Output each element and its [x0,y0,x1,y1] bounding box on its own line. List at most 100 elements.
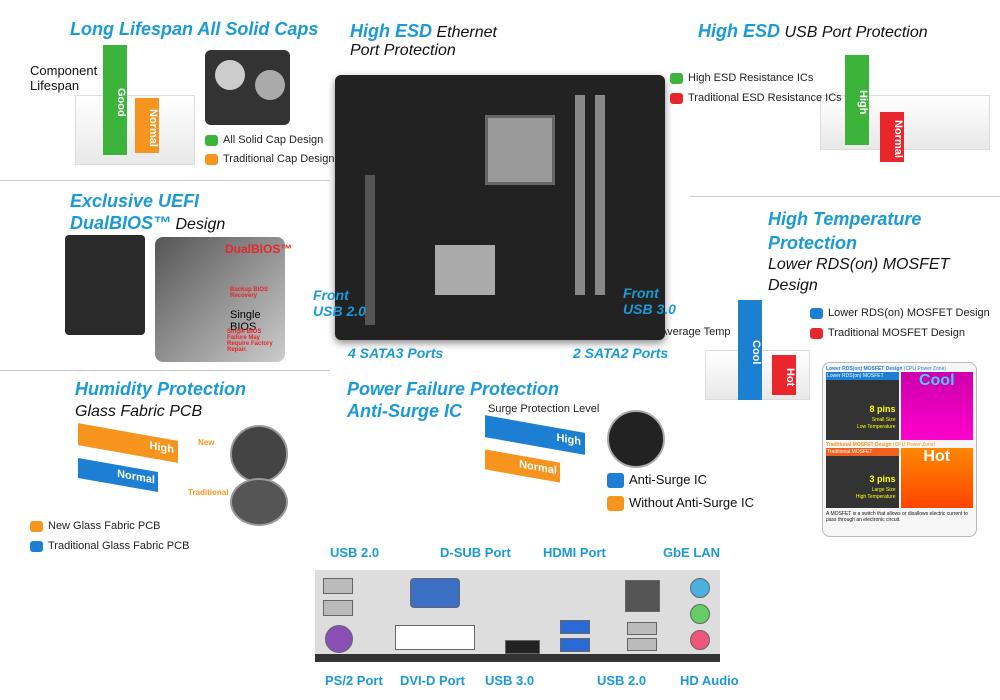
green-swatch-icon [205,134,218,146]
divider [0,370,330,371]
bottom-title: Traditional MOSFET Design [826,442,892,448]
high-label: High [556,431,581,449]
legend-label: High ESD Resistance ICs [688,72,814,84]
dualbios-label: DualBIOS™ [225,242,293,256]
design-label: Design [175,216,226,233]
dimm-slot [575,95,585,295]
legend-label: Traditional Cap Design [223,153,335,165]
red-swatch-icon [670,92,683,104]
io-panel [315,570,720,662]
legend-item: Without Anti-Surge IC [607,495,754,512]
divider [690,196,1000,197]
anti-surge-bar: High [485,415,585,455]
new-pcb-bar: High [78,423,178,463]
motherboard-image [335,75,665,340]
heatsink [435,245,495,295]
humidity-subtitle: Glass Fabric PCB [75,403,203,420]
temp-subtitle-2: Design [768,277,818,294]
temp-subtitle: Lower RDS(on) MOSFET [768,256,950,273]
tag: Traditional MOSFET [826,448,899,456]
io-label-hdmi: HDMI Port [543,545,606,560]
mosfet-note: A MOSFET is a switch that allows or disa… [826,511,968,523]
usb3-port [560,620,590,634]
dualbios-title: DualBIOS™ [70,213,172,233]
surge-subtitle: Anti-Surge IC [347,401,462,421]
high-label: High [149,439,174,457]
dsub-port [410,578,460,608]
legend-item: Traditional ESD Resistance ICs [670,92,842,104]
legend-item: Anti-Surge IC [607,472,708,489]
avg-temp-label: Average Temp [660,326,731,338]
io-label-usb2-bottom: USB 2.0 [597,673,647,688]
orange-swatch-icon [607,496,624,512]
usb-protection-label: USB Port Protection [784,24,928,41]
traditional-fabric-zoom [230,478,288,526]
legend-item: High ESD Resistance ICs [670,72,813,84]
surge-title: Power Failure Protection [347,379,560,399]
lifespan-title: Long Lifespan All Solid Caps [70,19,319,39]
usb2-port [627,622,657,635]
pins-label: 8 pins [869,404,896,414]
audio-mic-jack [690,630,710,650]
io-label-dsub: D-SUB Port [440,545,511,560]
normal-label: Normal [117,467,155,487]
traditional-label: Traditional [188,488,229,497]
usb2-port [627,638,657,651]
size-label: Small Size [871,417,896,423]
hdmi-port [505,640,540,654]
sata3-label: 4 SATA3 Ports [348,345,444,361]
anti-surge-chip-photo [607,410,665,468]
usb2-port [323,600,353,616]
lifespan-axis-label: Component Lifespan [30,63,98,93]
uefi-title: Exclusive UEFI [70,191,200,211]
legend-item: Traditional MOSFET Design [810,327,965,339]
surge-axis-label: Surge Protection Level [488,403,600,415]
usb3-port [560,638,590,652]
legend-item: Traditional Glass Fabric PCB [30,540,189,552]
blue-swatch-icon [607,473,624,489]
io-label-audio: HD Audio [680,673,739,688]
bar-normal: Normal [880,112,904,162]
io-label-usb3: USB 3.0 [485,673,535,688]
io-label-usb2-top: USB 2.0 [330,545,380,560]
zone-label: (CPU Power Zone) [892,442,936,448]
legend-label: Anti-Surge IC [629,472,708,487]
orange-swatch-icon [30,520,43,532]
humidity-title: Humidity Protection [75,379,247,399]
cpu-socket [485,115,555,185]
backup-label: Backup BIOS Recovery [230,287,269,299]
cool-thermal-image: Cool [900,372,973,440]
temp-label: Low Temperature [856,424,896,430]
legend-label: Traditional ESD Resistance ICs [688,92,842,104]
esd-eth-title: High ESD [350,21,433,41]
legend-item: Lower RDS(on) MOSFET Design [810,307,990,319]
legend-label: Lower RDS(on) MOSFET Design [828,307,990,319]
ethernet-label: Ethernet [436,24,497,41]
sata2-label: 2 SATA2 Ports [573,345,669,361]
legend-item: Traditional Cap Design [205,153,334,165]
legend-label: Traditional MOSFET Design [828,327,965,339]
audio-line-out-jack [690,604,710,624]
lan-port [625,580,660,612]
tag: Lower RDS(on) MOSFET [826,372,899,380]
esd-usb-title: High ESD [698,21,781,41]
usb2-port [323,578,353,594]
legend-item: All Solid Cap Design [205,134,323,146]
mosfet-panel: Lower RDS(on) MOSFET Design (CPU Power Z… [822,362,977,537]
pins-label: 3 pins [869,474,896,484]
legend-label: Traditional Glass Fabric PCB [48,540,190,552]
legend-label: All Solid Cap Design [223,134,324,146]
bar-normal: Normal [135,98,159,153]
bios-chip-photo [65,235,145,335]
front-usb3-label: Front USB 3.0 [623,285,676,317]
top-title: Lower RDS(on) MOSFET Design [826,366,903,372]
bar-high: High [845,55,869,145]
new-fabric-zoom [230,425,288,483]
legend-label: New Glass Fabric PCB [48,520,161,532]
size-label: Large Size [871,487,896,493]
ps2-port [325,625,353,653]
green-swatch-icon [670,72,683,84]
io-label-lan: GbE LAN [663,545,721,560]
traditional-pcb-bar: Normal [78,457,158,493]
